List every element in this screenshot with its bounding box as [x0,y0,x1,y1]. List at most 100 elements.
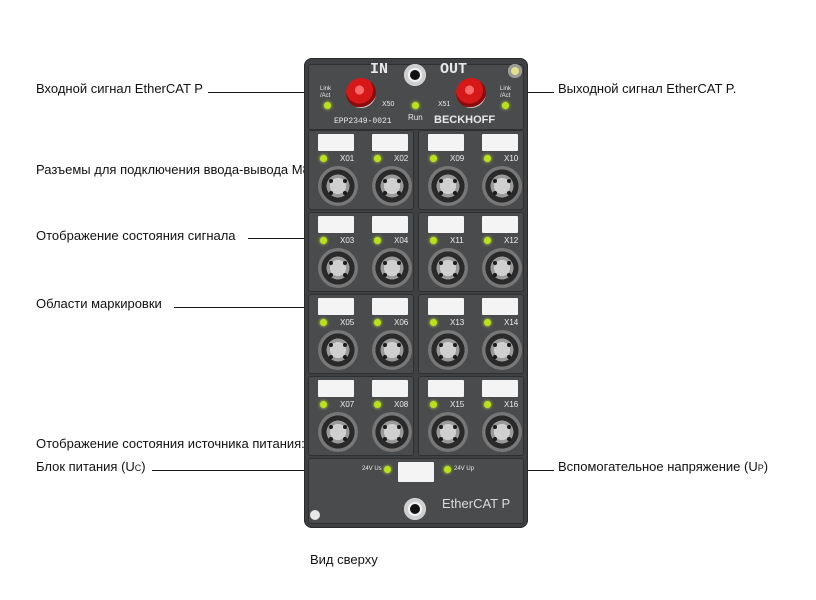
connector-x10[interactable]: X10 [476,132,532,214]
signal-led [484,155,491,162]
link-act-left: Link /Act [320,86,332,99]
screw-bottom-left [310,510,320,520]
callout-m8-connectors: Разъемы для подключения ввода-вывода M8 [36,162,310,177]
socket-pin [439,343,443,347]
run-label: Run [408,113,423,122]
callout-signal-status: Отображение состояния сигнала [36,228,236,243]
x50-label: X50 [382,101,395,108]
socket-pin [397,343,401,347]
socket-pin [439,425,443,429]
run-led [412,102,419,109]
socket-pin [439,273,443,277]
ethercat-logo: EtherCAT P [442,496,511,511]
m8-socket[interactable] [372,248,412,288]
connector-label: X11 [450,236,464,245]
socket-pin [439,191,443,195]
signal-led [374,319,381,326]
m8-socket[interactable] [428,248,468,288]
socket-pin [453,179,457,183]
socket-pin [439,261,443,265]
socket-pin [453,425,457,429]
socket-pin [343,425,347,429]
connector-x09[interactable]: X09 [422,132,478,214]
callout-output: Выходной сигнал EtherCAT P. [558,81,737,96]
m8-socket[interactable] [318,330,358,370]
m8-socket[interactable] [482,248,522,288]
socket-pin [343,273,347,277]
connector-label: X03 [340,236,355,245]
marking-plate [318,298,354,315]
socket-pin [439,179,443,183]
connector-x04[interactable]: X04 [366,214,422,296]
connector-x07[interactable]: X07 [312,378,368,460]
x51-label: X51 [438,101,451,108]
m8-socket[interactable] [428,412,468,452]
marking-plate [318,380,354,397]
m8-socket[interactable] [482,412,522,452]
socket-pin [493,343,497,347]
m8-socket[interactable] [318,166,358,206]
ethercat-out-port[interactable] [456,78,486,108]
m8-socket[interactable] [318,412,358,452]
figure-caption: Вид сверху [310,552,378,567]
m8-socket[interactable] [482,166,522,206]
connector-x01[interactable]: X01 [312,132,368,214]
signal-led [484,319,491,326]
link-led-out [502,102,509,109]
socket-pin [439,355,443,359]
connector-x11[interactable]: X11 [422,214,478,296]
socket-pin [453,273,457,277]
connector-x05[interactable]: X05 [312,296,368,378]
connector-x02[interactable]: X02 [366,132,422,214]
connector-label: X06 [394,318,409,327]
m8-socket[interactable] [318,248,358,288]
connector-label: X05 [340,318,355,327]
connector-label: X04 [394,236,409,245]
connector-x16[interactable]: X16 [476,378,532,460]
socket-pin [397,261,401,265]
socket-pin [507,261,511,265]
ethercat-in-port[interactable] [346,78,376,108]
socket-pin [453,191,457,195]
signal-led [374,155,381,162]
connector-x13[interactable]: X13 [422,296,478,378]
connector-x15[interactable]: X15 [422,378,478,460]
m8-socket[interactable] [428,166,468,206]
connector-label: X09 [450,154,465,163]
socket-pin [493,437,497,441]
marking-plate [482,134,518,151]
socket-pin [453,261,457,265]
signal-led [484,401,491,408]
socket-pin [453,343,457,347]
connector-x08[interactable]: X08 [366,378,422,460]
connector-label: X02 [394,154,409,163]
connector-x12[interactable]: X12 [476,214,532,296]
m8-socket[interactable] [372,166,412,206]
socket-pin [383,191,387,195]
m8-socket[interactable] [372,412,412,452]
socket-pin [507,179,511,183]
connector-label: X08 [394,400,409,409]
socket-pin [453,355,457,359]
signal-led [484,237,491,244]
leader-input [208,92,348,93]
m8-socket[interactable] [482,330,522,370]
socket-pin [507,437,511,441]
socket-pin [507,273,511,277]
screw-top-right [508,64,522,78]
socket-pin [383,261,387,265]
connector-x06[interactable]: X06 [366,296,422,378]
socket-pin [397,191,401,195]
connector-x14[interactable]: X14 [476,296,532,378]
m8-socket[interactable] [372,330,412,370]
socket-pin [397,425,401,429]
marking-plate [318,216,354,233]
socket-pin [397,437,401,441]
connector-x03[interactable]: X03 [312,214,368,296]
marking-plate [428,380,464,397]
socket-pin [343,191,347,195]
socket-pin [329,355,333,359]
m8-socket[interactable] [428,330,468,370]
marking-plate [428,134,464,151]
marking-plate [318,134,354,151]
